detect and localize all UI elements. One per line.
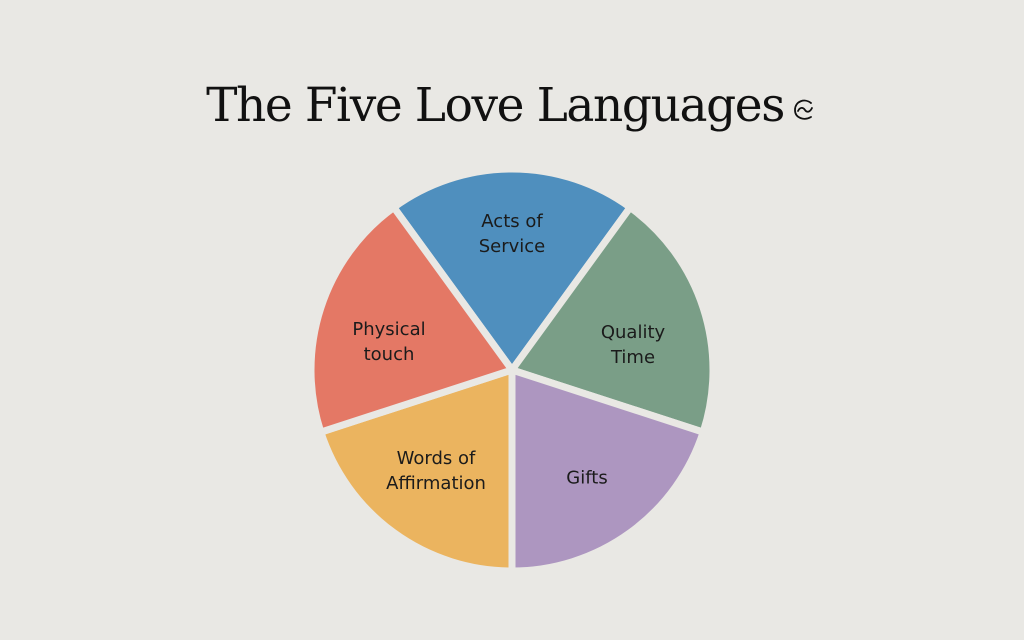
label-physical-touch: Physical touch bbox=[352, 317, 425, 367]
label-line: touch bbox=[363, 344, 415, 365]
slice-quality-time bbox=[508, 203, 717, 436]
label-acts-of-service: Acts of Service bbox=[479, 209, 546, 259]
label-words-of-affirmation: Words of Affirmation bbox=[386, 446, 486, 496]
label-line: Physical bbox=[352, 319, 426, 340]
swirl-icon bbox=[794, 99, 813, 120]
slice-gifts bbox=[508, 366, 707, 575]
label-line: Quality bbox=[600, 322, 666, 343]
label-line: Time bbox=[610, 347, 656, 368]
label-line: Acts of bbox=[481, 211, 543, 232]
slice-acts-of-service bbox=[390, 165, 634, 374]
slice-physical-touch bbox=[307, 203, 516, 436]
label-line: Gifts bbox=[566, 467, 608, 489]
diagram-title: The Five Love Languages bbox=[0, 78, 1024, 133]
label-line: Words of bbox=[396, 448, 476, 469]
label-line: Affirmation bbox=[386, 473, 486, 494]
label-gifts: Gifts bbox=[566, 466, 607, 491]
label-line: Service bbox=[478, 236, 546, 257]
title-text: The Five Love Languages bbox=[206, 78, 785, 133]
label-quality-time: Quality Time bbox=[601, 320, 665, 370]
